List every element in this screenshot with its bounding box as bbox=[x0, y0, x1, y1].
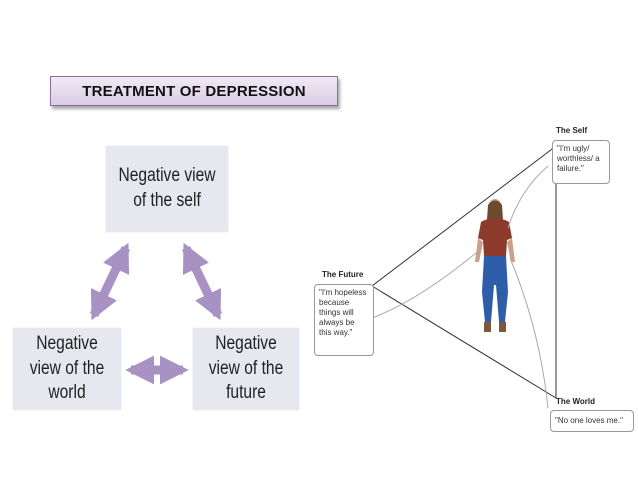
triad-node-self-label: Negative view of the self bbox=[118, 165, 216, 211]
triad-node-future: Negative view of the future bbox=[193, 328, 299, 410]
connector-future bbox=[371, 247, 483, 319]
quote-world: "No one loves me." bbox=[550, 410, 634, 432]
slide-title: TREATMENT OF DEPRESSION bbox=[50, 76, 338, 106]
label-the-world: The World bbox=[556, 397, 595, 406]
label-the-future: The Future bbox=[322, 270, 364, 279]
triad-triangle bbox=[371, 144, 557, 399]
quote-future: "I'm hopeless because things will always… bbox=[314, 284, 374, 356]
quote-self: "I'm ugly/ worthless/ a failure." bbox=[552, 140, 610, 184]
triad-node-self: Negative view of the self bbox=[106, 146, 228, 232]
triad-node-world-label: Negative view of the world bbox=[29, 332, 105, 404]
label-the-self: The Self bbox=[556, 126, 588, 135]
person-illustration bbox=[475, 199, 515, 332]
arrow-self-future bbox=[181, 242, 223, 321]
connector-world bbox=[509, 257, 549, 409]
triad-node-world: Negative view of the world bbox=[13, 328, 121, 410]
arrow-self-world bbox=[89, 242, 131, 321]
connector-self bbox=[507, 165, 549, 229]
triad-node-future-label: Negative view of the future bbox=[208, 332, 284, 404]
